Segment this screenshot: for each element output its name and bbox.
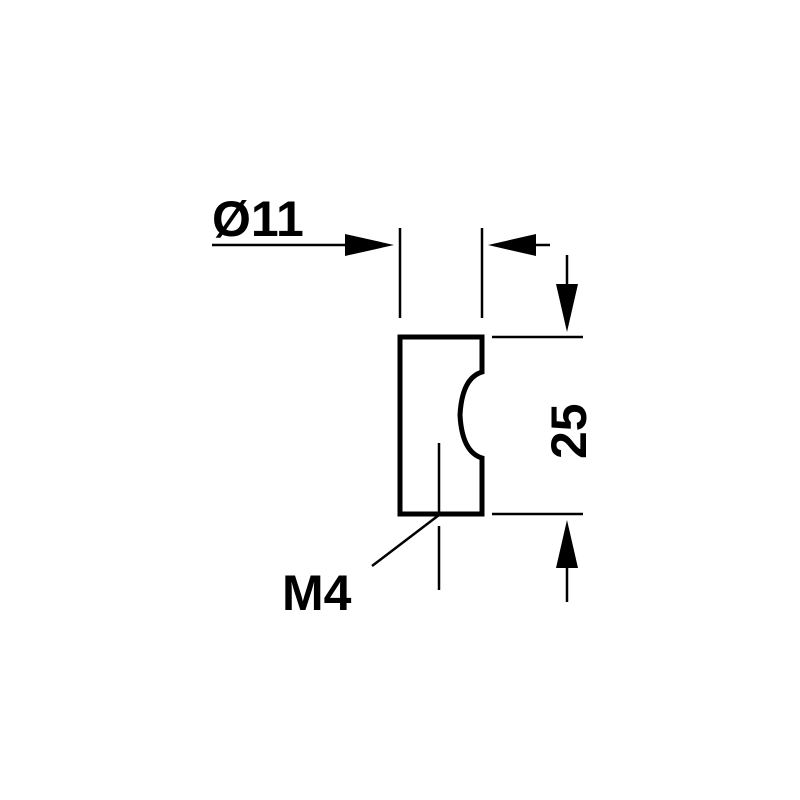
part-outline (397, 334, 485, 517)
diameter-arrow-right (488, 234, 536, 256)
diameter-arrow-left (345, 234, 394, 256)
thread-label: M4 (282, 565, 352, 621)
height-label: 25 (541, 403, 597, 459)
diameter-label: Ø11 (212, 191, 304, 247)
thread-leader-line (371, 514, 440, 567)
height-arrow-top (556, 284, 578, 332)
height-arrow-bottom (556, 520, 578, 568)
